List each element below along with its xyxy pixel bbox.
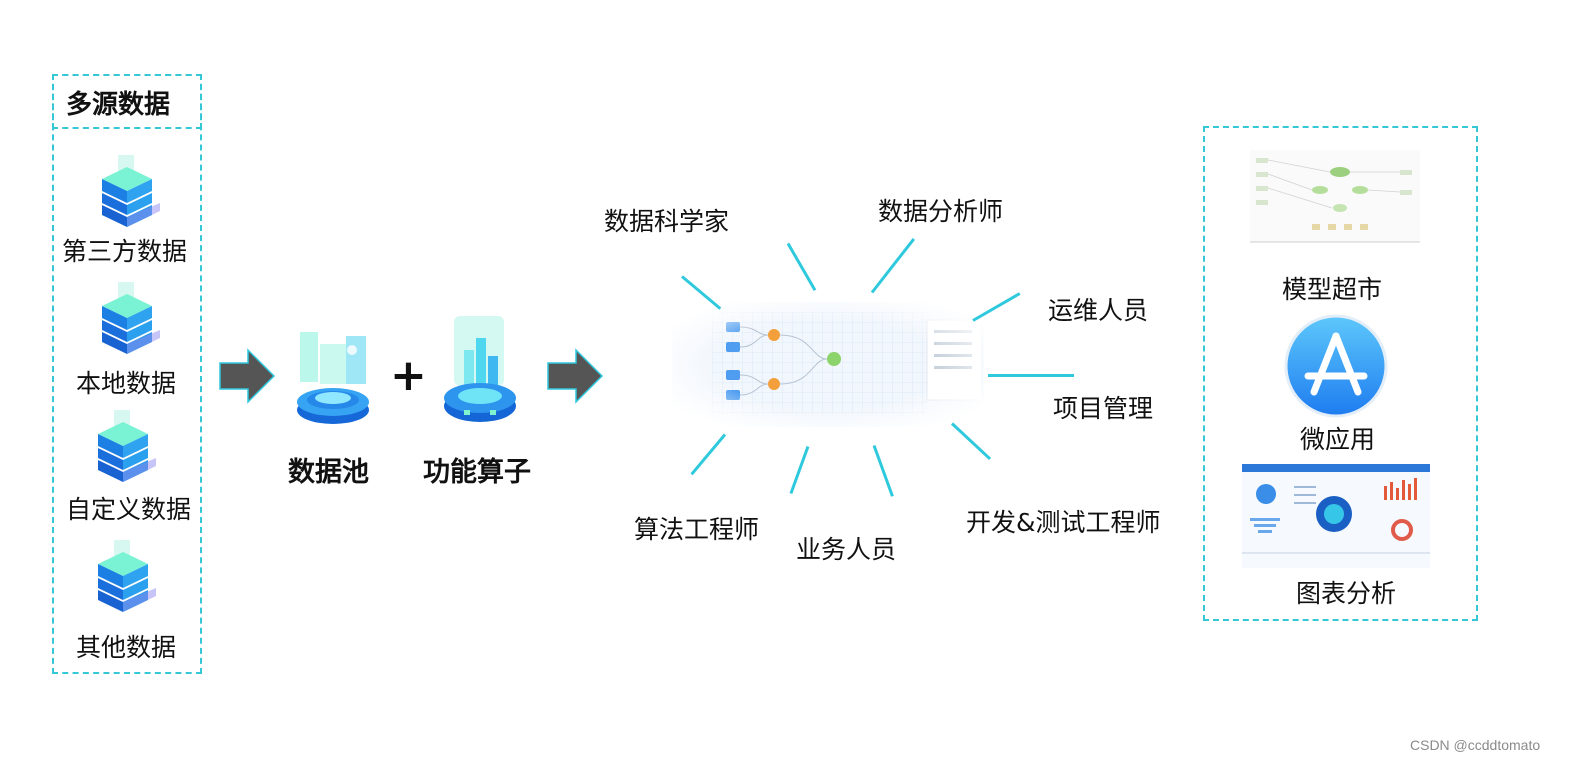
flow-arrow-icon (547, 348, 604, 404)
plus-sign: + (390, 350, 427, 401)
function-operator-icon (444, 316, 516, 422)
data-pool-label: 数据池 (288, 457, 369, 488)
watermark: CSDN @ccddtomato (1410, 737, 1541, 753)
model-market-thumbnail (1250, 150, 1420, 243)
function-operator-label: 功能算子 (423, 457, 531, 488)
applications-panel (1203, 126, 1478, 621)
role-data-analyst: 数据分析师 (878, 197, 1004, 226)
data-pool-icon (297, 332, 369, 424)
source-other: 其他数据 (76, 633, 177, 662)
connector-line (786, 242, 817, 292)
server-icon (98, 540, 156, 612)
chart-analysis-label: 图表分析 (1296, 579, 1397, 608)
chart-analysis-thumbnail (1242, 464, 1430, 568)
workflow-canvas-thumbnail (672, 302, 984, 427)
role-dev-test-engineer: 开发&测试工程师 (966, 508, 1161, 537)
role-ops: 运维人员 (1048, 296, 1149, 325)
flow-arrow-icon (219, 348, 276, 404)
connector-line (872, 444, 894, 497)
source-custom: 自定义数据 (66, 495, 192, 524)
source-local: 本地数据 (76, 369, 177, 398)
micro-app-label: 微应用 (1300, 425, 1376, 454)
server-icon (102, 282, 160, 354)
connector-line (789, 445, 810, 494)
multi-source-title-box (52, 74, 202, 129)
role-algorithm-engineer: 算法工程师 (634, 515, 760, 544)
app-store-icon (1284, 314, 1388, 418)
server-icon (98, 410, 156, 482)
multi-source-title: 多源数据 (66, 90, 171, 120)
connector-line (870, 237, 916, 294)
connector-line (988, 374, 1074, 377)
source-third-party: 第三方数据 (62, 237, 188, 266)
model-market-label: 模型超市 (1282, 275, 1383, 304)
role-project-management: 项目管理 (1053, 394, 1154, 423)
role-data-scientist: 数据科学家 (604, 207, 730, 236)
connector-line (690, 433, 727, 476)
role-business: 业务人员 (796, 535, 897, 564)
connector-line (950, 422, 992, 461)
server-icon (102, 155, 160, 227)
